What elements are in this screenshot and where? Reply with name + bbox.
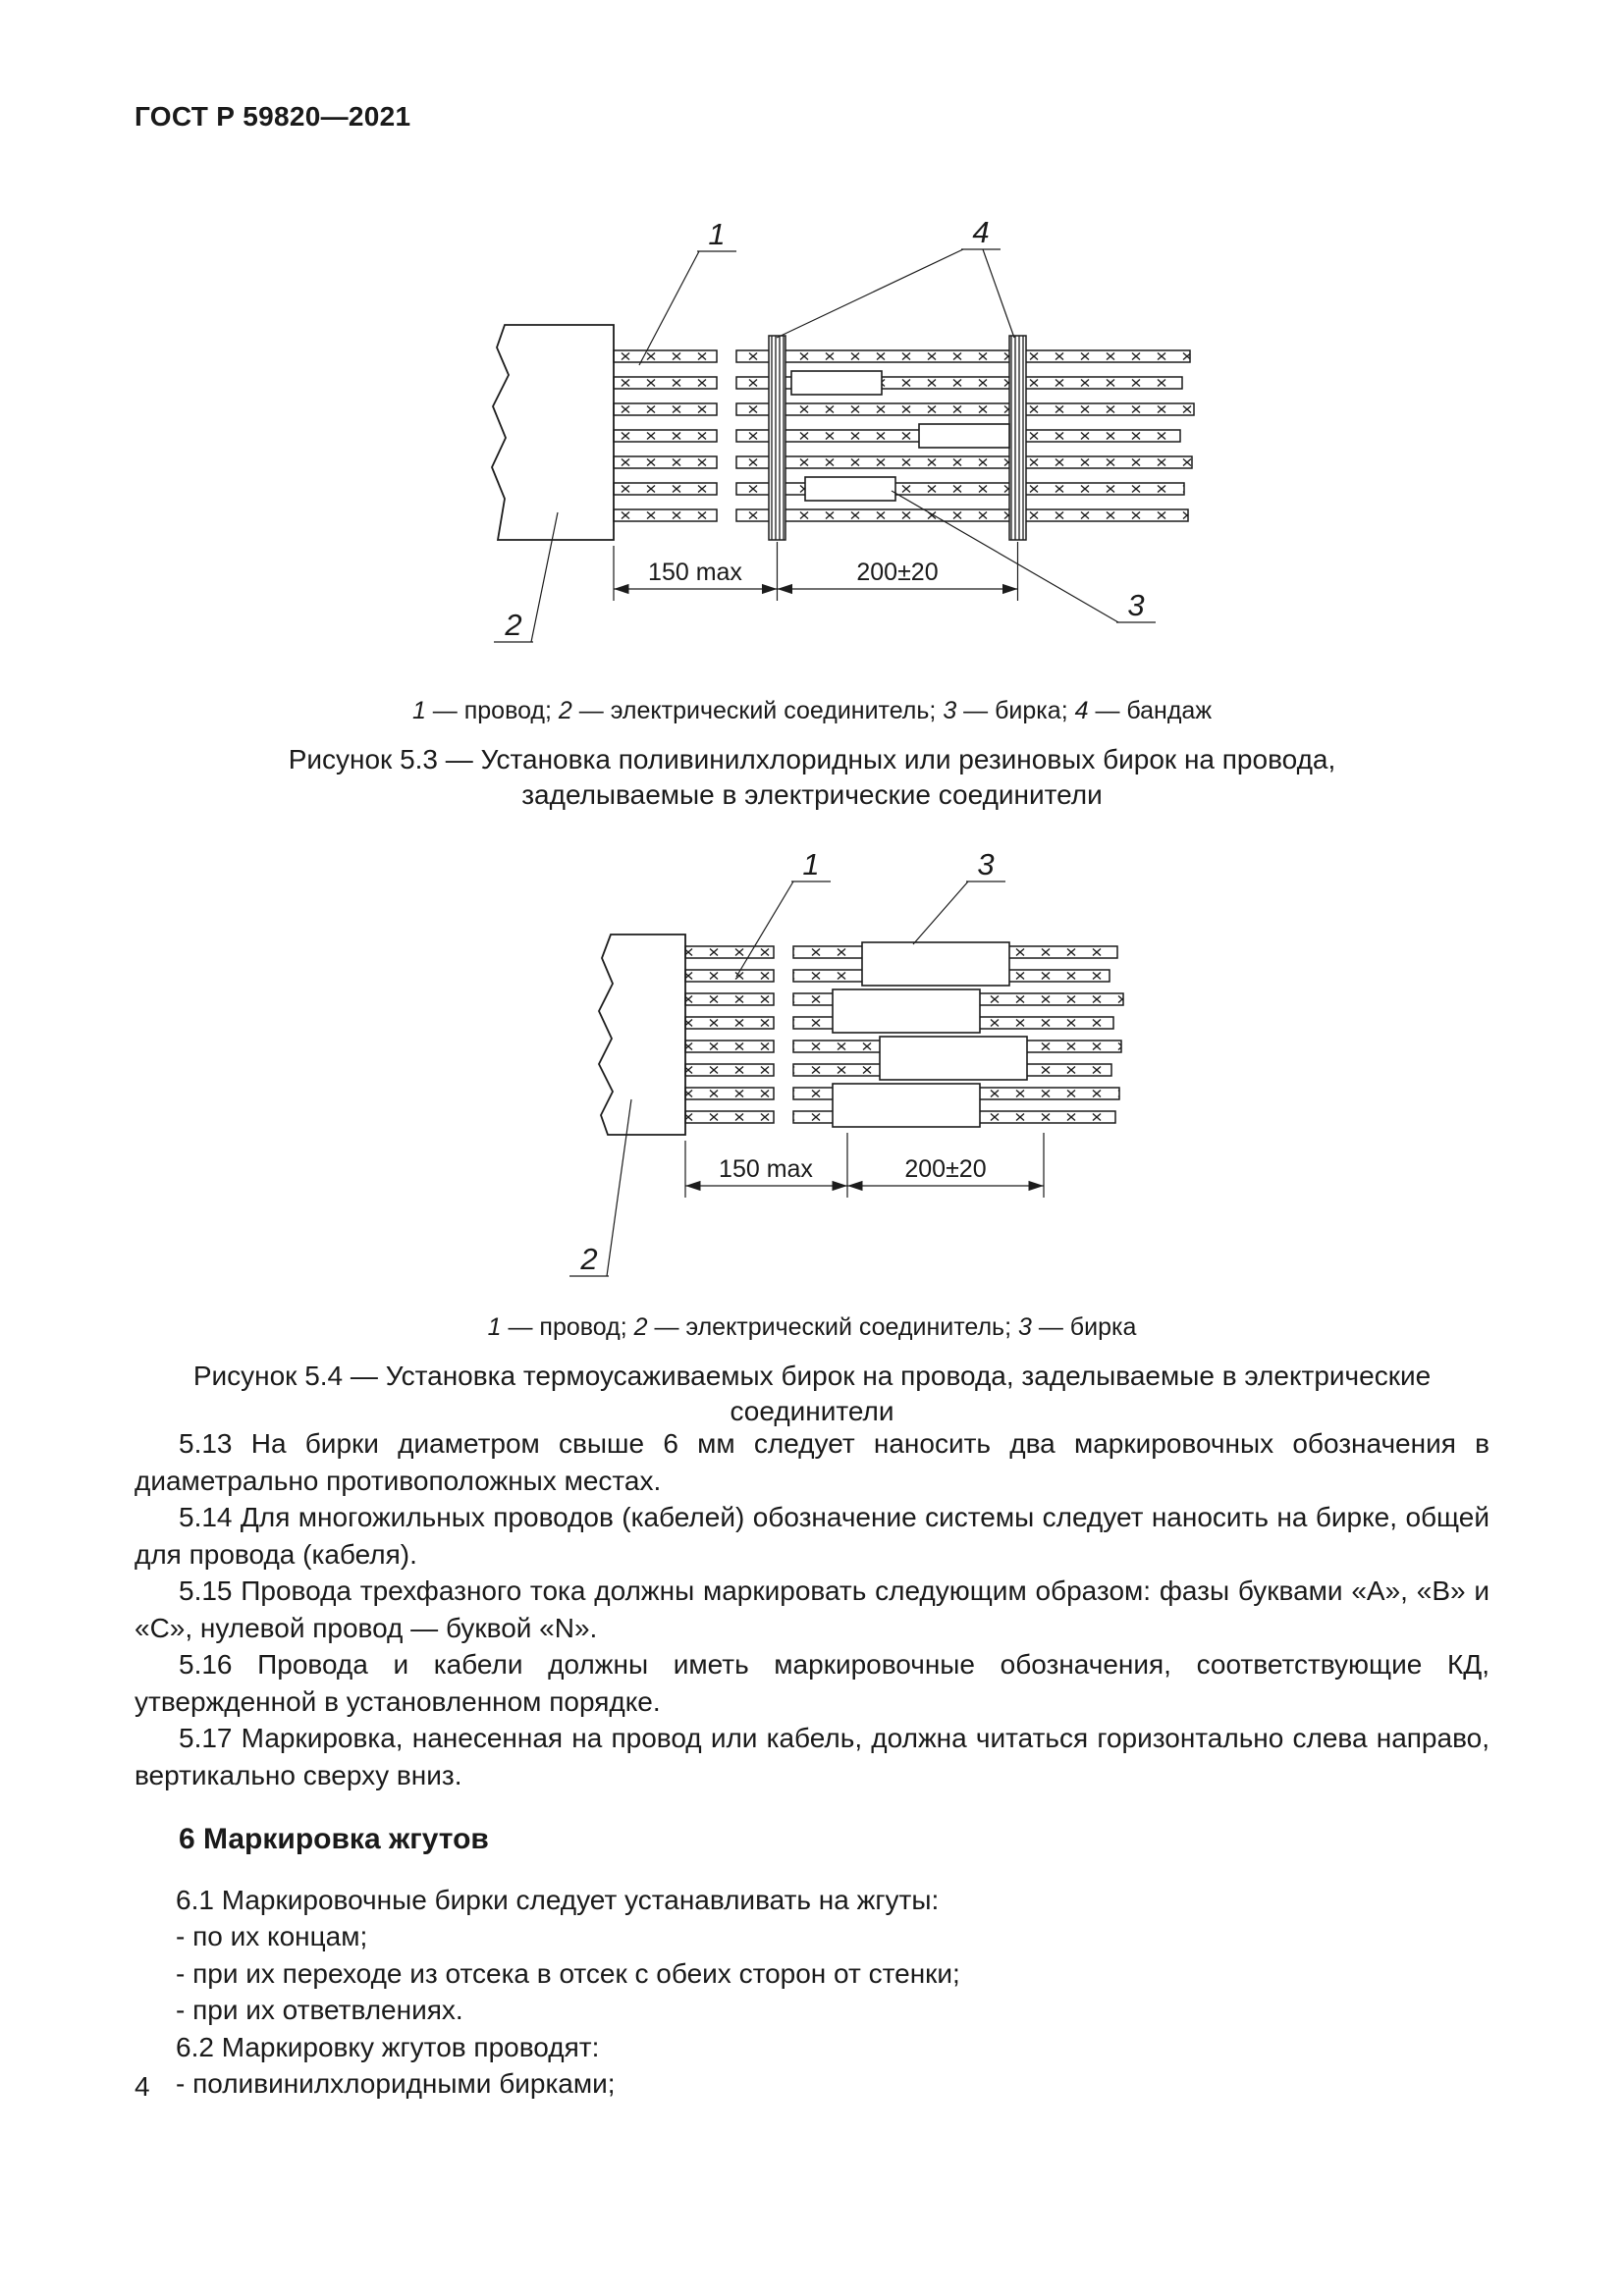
legend-item-text: — бирка; (956, 697, 1075, 724)
dimension-label-150max: 150 max (648, 559, 742, 586)
callout-leader (638, 250, 700, 366)
legend-item-number: 3 (943, 697, 957, 724)
callout-2-number: 2 (579, 1242, 597, 1276)
marker-tag (832, 988, 981, 1034)
callout-2: 2 (569, 1098, 632, 1277)
callout-4: 4 (776, 215, 1015, 339)
figure-5-3-caption: Рисунок 5.3 — Установка поливинилхлоридн… (135, 742, 1489, 813)
marker-tag (861, 941, 1010, 987)
dimension-label-200pm20: 200±20 (904, 1155, 986, 1183)
callout-2: 2 (494, 511, 559, 643)
figure-5-4-caption-line: Рисунок 5.4 — Установка термоусаживаемых… (192, 1361, 1432, 1426)
callout-3-number: 3 (1127, 588, 1144, 622)
callout-3-number: 3 (977, 847, 994, 881)
callout-leader (606, 1098, 632, 1277)
legend-item-text: — электрический соединитель; (647, 1313, 1018, 1341)
callout-leader (735, 881, 794, 978)
wire-segment (735, 349, 1191, 363)
legend-item-text: — бирка (1031, 1313, 1137, 1341)
wire-segment (684, 1040, 775, 1053)
callout-leader (891, 490, 1119, 623)
figure-5-3-caption-line2: заделываемые в электрические соединители (521, 779, 1103, 810)
list-item: - при их переходе из отсека в отсек с об… (176, 1957, 960, 1989)
callout-leader (776, 248, 964, 339)
bandage-band-left (768, 335, 786, 541)
figure-5-4-caption: Рисунок 5.4 — Установка термоусаживаемых… (135, 1359, 1489, 1429)
wire-segment (684, 992, 775, 1006)
wire-bundle-right (735, 349, 1195, 522)
section-6-heading: 6 Маркировка жгутов (179, 1823, 489, 1855)
figure-5-4-drawing: 150 max 200±20 1 3 2 (569, 847, 1124, 1277)
wire-segment (613, 508, 718, 522)
doc-header: ГОСТ Р 59820—2021 (135, 101, 411, 132)
wire-segment (735, 402, 1195, 416)
clause-6-1: 6.1 Маркировочные бирки следует устанавл… (176, 1884, 940, 1915)
paragraph-5-17: 5.17 Маркировка, нанесенная на провод ил… (135, 1723, 1489, 1790)
paragraph-5-14: 5.14 Для многожильных проводов (кабелей)… (135, 1502, 1489, 1570)
wire-segment (735, 455, 1193, 469)
figure-5-4-legend: 1 — провод; 2 — электрический соединител… (135, 1313, 1489, 1342)
list-item: - при их ответвлениях. (176, 1995, 463, 2025)
connector-body (491, 324, 615, 541)
paragraph-5-13: 5.13 На бирки диаметром свыше 6 мм следу… (135, 1428, 1489, 1496)
body-text: 5.13 На бирки диаметром свыше 6 мм следу… (135, 1425, 1489, 2103)
wire-segment (684, 969, 775, 983)
legend-item-text: — провод; (425, 697, 559, 724)
wire-segment (613, 455, 718, 469)
legend-item-number: 4 (1074, 697, 1089, 724)
legend-item-text: — провод; (501, 1313, 634, 1341)
marker-tag (804, 476, 896, 502)
marker-tag (790, 370, 883, 396)
wire-segment (684, 1063, 775, 1077)
figure-5-3-caption-line1: Рисунок 5.3 — Установка поливинилхлоридн… (288, 744, 1336, 774)
wire-segment (613, 429, 718, 443)
legend-item-text: — бандаж (1088, 697, 1213, 724)
paragraph-5-16: 5.16 Провода и кабели должны иметь марки… (135, 1649, 1489, 1717)
callout-2-number: 2 (504, 608, 521, 642)
marker-tag (879, 1036, 1028, 1081)
wire-segment (684, 1110, 775, 1124)
wire-segment (613, 349, 718, 363)
connector-body (597, 934, 686, 1136)
callout-leader (982, 248, 1015, 339)
paragraph-5-15: 5.15 Провода трехфазного тока должны мар… (135, 1575, 1489, 1643)
page-number: 4 (135, 2071, 150, 2102)
wire-segment (684, 1087, 775, 1100)
legend-item-number: 2 (558, 697, 572, 724)
clause-6-2: 6.2 Маркировку жгутов проводят: (176, 2031, 600, 2062)
bandage-band-right (1008, 335, 1027, 541)
callout-1: 1 (638, 217, 736, 366)
legend-item-text: — электрический соединитель; (571, 697, 944, 724)
wire-bundle-left (613, 349, 718, 522)
legend-item-number: 1 (487, 1313, 502, 1341)
callout-3: 3 (891, 490, 1156, 623)
wire-segment (684, 1016, 775, 1030)
wire-bundle-left (684, 945, 775, 1124)
figure-5-3-drawing: 150 max 200±20 1 4 2 3 (491, 215, 1195, 643)
callout-1: 1 (735, 847, 831, 978)
wire-segment (735, 508, 1189, 522)
wire-segment (613, 482, 718, 496)
dimension-label-200pm20: 200±20 (856, 559, 938, 586)
legend-item-number: 2 (633, 1313, 648, 1341)
dimension-label-150max: 150 max (719, 1155, 813, 1183)
list-item: - поливинилхлоридными бирками; (176, 2068, 616, 2099)
callout-3: 3 (912, 847, 1005, 945)
wire-segment (613, 376, 718, 390)
wire-segment (684, 945, 775, 959)
list-item: - по их концам; (176, 1921, 368, 1951)
marker-tag (832, 1083, 981, 1128)
wire-segment (735, 482, 1185, 496)
wire-segment (613, 402, 718, 416)
figure-5-3-legend: 1 — провод; 2 — электрический соединител… (135, 697, 1489, 725)
callout-4-number: 4 (972, 215, 989, 249)
callout-leader (530, 511, 559, 643)
callout-1-number: 1 (708, 217, 725, 251)
callout-leader (912, 881, 969, 945)
legend-item-number: 1 (411, 697, 426, 724)
marker-tag (918, 423, 1010, 449)
callout-1-number: 1 (802, 847, 819, 881)
legend-item-number: 3 (1017, 1313, 1032, 1341)
